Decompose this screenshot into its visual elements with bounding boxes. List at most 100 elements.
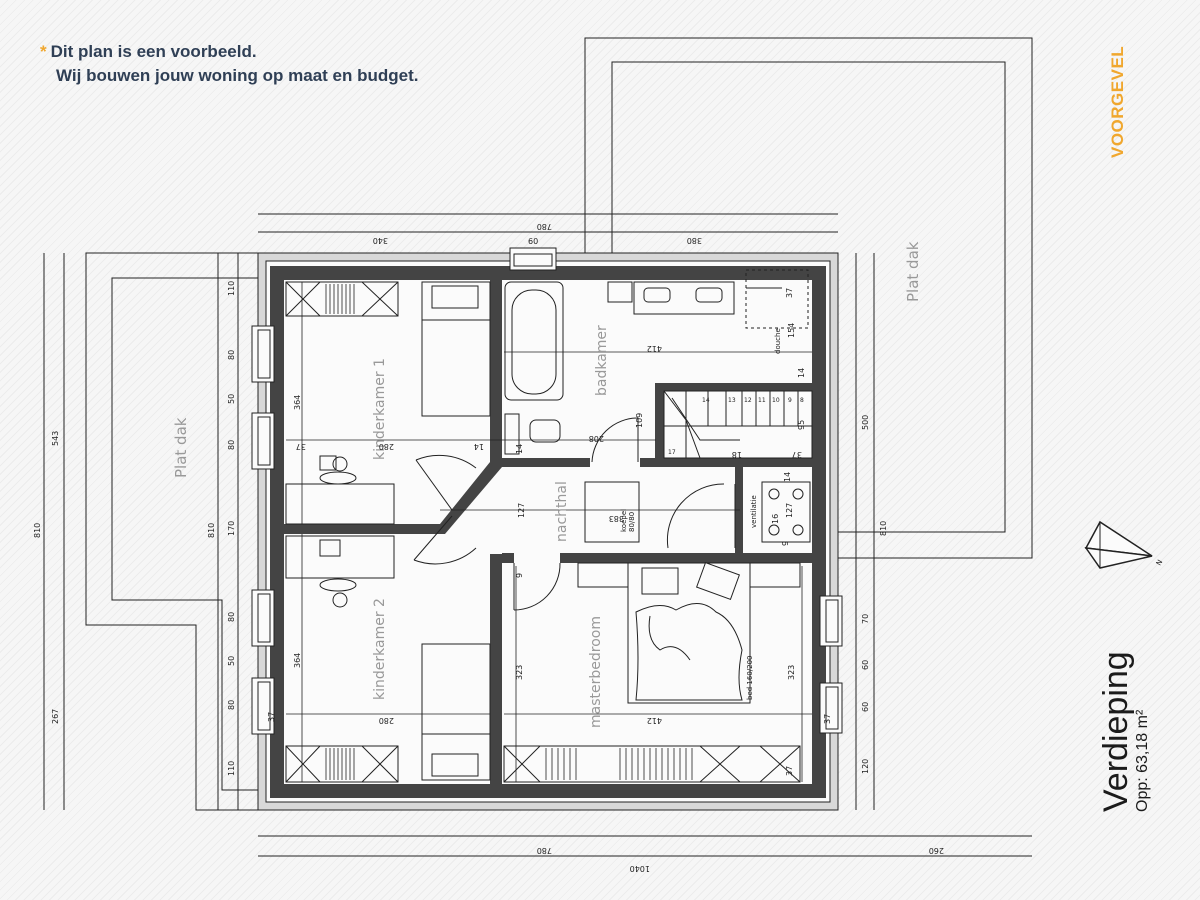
dim-k2-37: 37 xyxy=(267,712,276,722)
dim-170: 170 xyxy=(227,521,236,536)
label-koepel-size: 80/80 xyxy=(628,512,636,532)
stair-step: 9 xyxy=(788,397,792,404)
dim-top-340: 340 xyxy=(373,236,388,245)
dim-80a: 80 xyxy=(227,350,236,360)
person-icons xyxy=(319,455,357,608)
dim-right-500: 500 xyxy=(861,415,870,430)
dim-bad-37: 37 xyxy=(785,288,794,298)
koepel xyxy=(584,481,640,543)
roof-outlines xyxy=(43,37,1033,857)
master-bed-blanket xyxy=(635,603,743,701)
dim-st-95: 95 xyxy=(797,420,806,430)
inner-dimension-lines xyxy=(286,282,812,782)
wardrobe-hangers xyxy=(325,284,693,780)
dim-vent-127: 127 xyxy=(785,503,794,518)
room-nachthal: nachthal xyxy=(554,481,570,542)
dim-top-60: 60 xyxy=(528,237,538,246)
dim-80c: 80 xyxy=(227,612,236,622)
dim-bottom-260: 260 xyxy=(929,846,944,855)
dim-k1-364: 364 xyxy=(293,395,302,410)
dim-mb-323a: 323 xyxy=(515,665,524,680)
dim-bad-14: 14 xyxy=(797,368,806,378)
doors xyxy=(413,417,736,611)
dim-hal-9: 9 xyxy=(515,573,524,578)
dim-top-780: 780 xyxy=(537,222,552,231)
dim-top-380: 380 xyxy=(687,236,702,245)
dim-bottom-780: 780 xyxy=(537,846,552,855)
stair-step: 13 xyxy=(728,397,736,404)
dim-left-810b: 810 xyxy=(207,523,216,538)
dim-hal-383: 383 xyxy=(609,514,624,523)
desk-kinderkamer-1 xyxy=(285,483,395,525)
small-labels: douche ventilatie koepel 80/80 bed 160/2… xyxy=(620,328,782,700)
dim-bottom-1040: 1040 xyxy=(630,864,650,873)
dim-mb-323b: 323 xyxy=(787,665,796,680)
dim-80b: 80 xyxy=(227,440,236,450)
dim-k1-280: 280 xyxy=(379,442,394,451)
dim-k1-14: 14 xyxy=(474,442,484,451)
dim-vent-9: 9 xyxy=(781,541,790,546)
dim-k2-280: 280 xyxy=(379,716,394,725)
stair-step: 10 xyxy=(772,397,780,404)
note-line-2: Wij bouwen jouw woning op maat en budget… xyxy=(56,66,419,85)
stair-step: 12 xyxy=(744,397,752,404)
dim-50a: 50 xyxy=(227,394,236,404)
compass-north: N xyxy=(1155,558,1165,567)
windows xyxy=(251,247,843,735)
dim-bad-14b: 14 xyxy=(515,444,524,454)
label-plat-dak-left: Plat dak xyxy=(172,417,190,478)
wardrobes xyxy=(285,281,801,783)
dim-k1-37: 37 xyxy=(296,442,306,451)
dim-vent-16: 16 xyxy=(771,514,780,524)
dim-mb-412: 412 xyxy=(647,716,662,725)
stair-step: 8 xyxy=(800,397,804,404)
stair-step: 14 xyxy=(702,397,710,404)
label-douche: douche xyxy=(774,328,782,354)
dim-80d: 80 xyxy=(227,700,236,710)
dim-vent-14: 14 xyxy=(783,472,792,482)
dim-110b: 110 xyxy=(227,761,236,776)
dim-bad-412: 412 xyxy=(647,344,662,353)
interior-walls xyxy=(284,280,812,784)
dim-st-18: 18 xyxy=(732,450,742,459)
dim-right-120: 120 xyxy=(861,759,870,774)
room-kinderkamer-1: kinderkamer 1 xyxy=(372,358,388,460)
dim-k2-364: 364 xyxy=(293,653,302,668)
dim-mb-37: 37 xyxy=(823,714,832,724)
dimension-labels: 780 340 60 380 780 260 1040 810 543 267 … xyxy=(33,222,944,873)
dim-110a: 110 xyxy=(227,281,236,296)
compass-icon: N xyxy=(1084,520,1165,569)
stair-numbers: 14 13 12 11 10 9 8 17 xyxy=(668,397,804,456)
dim-50b: 50 xyxy=(227,656,236,666)
room-kinderkamer-2: kinderkamer 2 xyxy=(372,598,388,700)
disclaimer-note: *Dit plan is een voorbeeld. Wij bouwen j… xyxy=(40,40,419,88)
dim-mb-37b: 37 xyxy=(785,766,794,776)
dim-bad-109: 109 xyxy=(635,413,644,428)
dim-right-810: 810 xyxy=(879,521,888,536)
dim-right-60b: 60 xyxy=(861,702,870,712)
dim-hal-127: 127 xyxy=(517,503,526,518)
label-bed-size: bed 160/200 xyxy=(746,656,754,701)
dim-right-60a: 60 xyxy=(861,660,870,670)
shower xyxy=(745,269,809,329)
dim-st-37: 37 xyxy=(792,450,802,459)
room-masterbedroom: masterbedroom xyxy=(588,616,604,728)
dim-bad-154: 154 xyxy=(787,323,796,338)
toilet xyxy=(529,419,561,443)
label-plat-dak-right: Plat dak xyxy=(904,241,922,302)
dim-left-267: 267 xyxy=(51,709,60,724)
label-koepel: koepel xyxy=(620,509,628,532)
dim-left-810: 810 xyxy=(33,523,42,538)
room-labels: kinderkamer 1 kinderkamer 2 badkamer nac… xyxy=(172,241,922,728)
stair-step: 17 xyxy=(668,449,676,456)
dim-left-543: 543 xyxy=(51,431,60,446)
room-badkamer: badkamer xyxy=(594,325,610,396)
dim-right-70: 70 xyxy=(861,614,870,624)
label-ventilatie: ventilatie xyxy=(750,495,758,528)
staircase xyxy=(663,390,813,459)
stair-step: 11 xyxy=(758,397,766,404)
asterisk: * xyxy=(40,42,47,61)
dim-bad-208: 208 xyxy=(589,434,604,443)
note-line-1: Dit plan is een voorbeeld. xyxy=(50,42,257,61)
